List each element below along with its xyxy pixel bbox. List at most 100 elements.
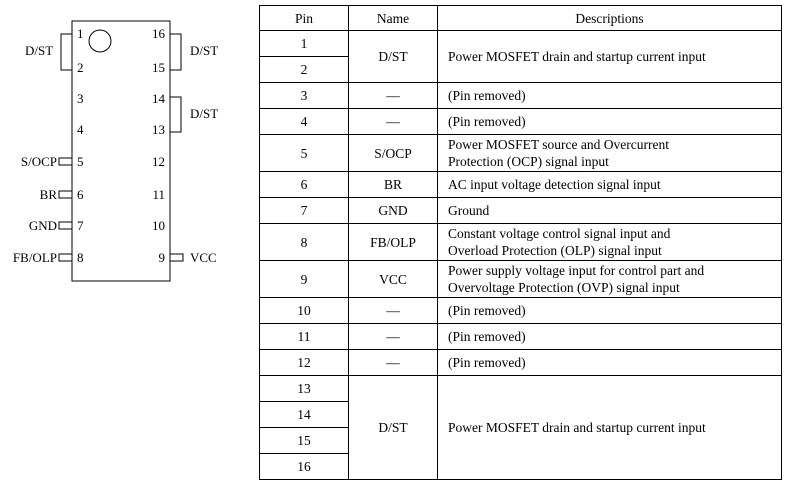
pin-stub-6 [58,190,73,199]
pin-stub-9 [169,253,184,262]
pin-number-7: 7 [77,218,84,233]
name-cell: — [348,349,438,376]
description-line: Protection (OCP) signal input [448,154,609,169]
pin-cell: 16 [259,453,349,480]
ic-package-body [71,20,171,282]
pin-number-12: 12 [152,154,165,169]
pin-cell: 3 [259,82,349,109]
description-line: Overvoltage Protection (OVP) signal inpu… [448,280,680,295]
header-pin: Pin [259,5,349,31]
table-row: 6 BR AC input voltage detection signal i… [259,171,782,198]
description-line: Constant voltage control signal input an… [448,226,671,241]
pin-cell: 9 [259,260,349,298]
pin-label-fb-olp: FB/OLP [13,250,57,265]
pin-1-2-bracket [60,33,72,71]
pin-label-vcc: VCC [190,250,217,265]
pin-cell: 2 [259,56,349,83]
pin-number-6: 6 [77,187,84,202]
name-cell: FB/OLP [348,223,438,261]
table-row: 7 GND Ground [259,197,782,224]
header-descriptions: Descriptions [437,5,782,31]
description-line: Power supply voltage input for control p… [448,263,705,278]
pin-label-d-st-left: D/ST [25,43,53,58]
pin-stub-8 [58,253,73,262]
pin-cell: 8 [259,223,349,261]
description-cell: Power MOSFET drain and startup current i… [437,30,782,83]
table-row: 5 S/OCP Power MOSFET source and Overcurr… [259,134,782,172]
pin-number-15: 15 [152,60,165,75]
name-cell: S/OCP [348,134,438,172]
pin-number-5: 5 [77,154,84,169]
description-cell: (Pin removed) [437,349,782,376]
name-cell: D/ST [348,375,438,480]
pin-cell: 4 [259,108,349,135]
name-cell: — [348,82,438,109]
pin-number-4: 4 [77,122,84,137]
name-cell: — [348,108,438,135]
pin-number-9: 9 [159,250,166,265]
table-row: 8 FB/OLP Constant voltage control signal… [259,223,782,261]
pin-number-10: 10 [152,218,165,233]
pin-number-1: 1 [77,26,84,41]
header-name: Name [348,5,438,31]
pin-number-16: 16 [152,26,166,41]
name-cell: VCC [348,260,438,298]
pin1-marker-dot [88,29,112,53]
pin-cell: 5 [259,134,349,172]
pin-stub-7 [58,221,73,230]
description-line: Power MOSFET source and Overcurrent [448,137,669,152]
pin-number-11: 11 [152,187,165,202]
table-row: 10 — (Pin removed) [259,297,782,324]
table-row: 4 — (Pin removed) [259,108,782,135]
pin-label-br: BR [40,187,58,202]
description-cell: (Pin removed) [437,297,782,324]
description-cell: (Pin removed) [437,108,782,135]
table-row: 14 [259,401,782,428]
pin-number-8: 8 [77,250,84,265]
table-row: 9 VCC Power supply voltage input for con… [259,260,782,298]
pin-label-gnd: GND [29,218,57,233]
pin-cell: 6 [259,171,349,198]
pin-stub-5 [58,157,73,166]
pin-number-3: 3 [77,91,84,106]
pin-number-2: 2 [77,60,84,75]
name-cell: — [348,297,438,324]
description-cell: AC input voltage detection signal input [437,171,782,198]
pin-cell: 15 [259,427,349,454]
description-line: Overload Protection (OLP) signal input [448,243,662,258]
pin-label-s-ocp: S/OCP [21,154,57,169]
description-cell: Power supply voltage input for control p… [437,260,782,298]
description-cell: Constant voltage control signal input an… [437,223,782,261]
pin-cell: 10 [259,297,349,324]
name-cell: — [348,323,438,350]
description-cell: (Pin removed) [437,82,782,109]
description-cell: Ground [437,197,782,224]
pin-cell: 7 [259,197,349,224]
pin-label-d-st-right-lower: D/ST [190,106,218,121]
pin-label-d-st-right-upper: D/ST [190,43,218,58]
pin-cell: 12 [259,349,349,376]
pin-13-14-bracket [170,96,182,133]
pin-cell: 13 [259,375,349,402]
pin-cell: 14 [259,401,349,428]
pin-number-14: 14 [152,91,166,106]
pin-15-16-bracket [170,33,182,71]
pin-cell: 11 [259,323,349,350]
table-row: 1 D/ST Power MOSFET drain and startup cu… [259,30,782,83]
pin-description-table: Pin Name Descriptions 1 D/ST Power MOSFE… [259,5,782,480]
table-header-row: Pin Name Descriptions [259,5,782,31]
table-row: 13 D/ST Power MOSFET drain and startup c… [259,375,782,480]
table-row: 3 — (Pin removed) [259,82,782,109]
table-row: 12 — (Pin removed) [259,349,782,376]
name-cell: GND [348,197,438,224]
table-row: 16 [259,453,782,480]
name-cell: D/ST [348,30,438,83]
description-cell: Power MOSFET drain and startup current i… [437,375,782,480]
table-row: 11 — (Pin removed) [259,323,782,350]
pinout-diagram: 1 2 3 4 D/ST S/OCP 5 BR 6 GND 7 FB/OLP 8… [13,20,218,282]
pin-number-13: 13 [152,122,165,137]
name-cell: BR [348,171,438,198]
pin-cell: 1 [259,30,349,57]
description-cell: (Pin removed) [437,323,782,350]
